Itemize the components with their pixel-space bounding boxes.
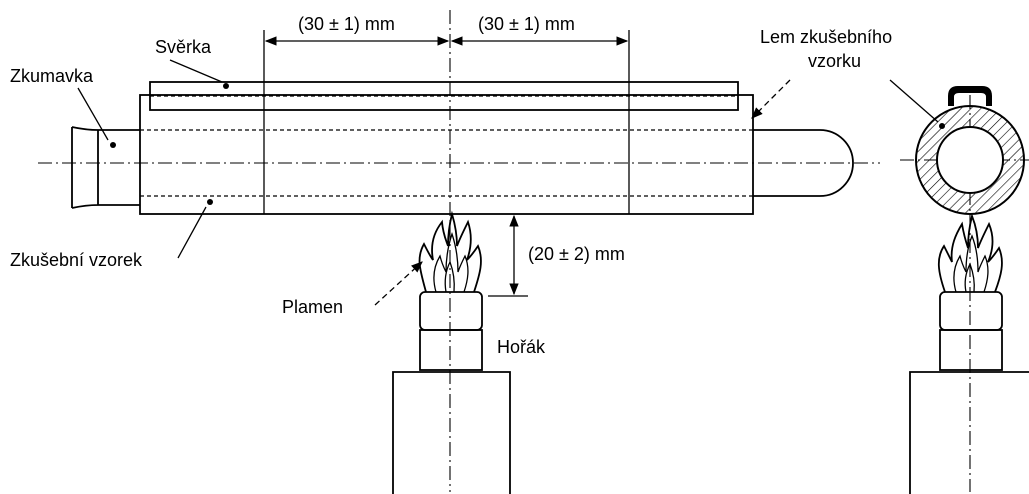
label-specimen-edge-line1: Lem zkušebního [760, 27, 892, 47]
side-view-cross-section [915, 86, 1025, 215]
dimension-label-left: (30 ± 1) mm [298, 14, 395, 34]
label-flame: Plamen [282, 297, 343, 317]
label-burner: Hořák [497, 337, 546, 357]
label-clamp: Svěrka [155, 37, 212, 57]
label-test-tube: Zkumavka [10, 66, 94, 86]
test-tube [71, 126, 854, 209]
label-specimen: Zkušební vzorek [10, 250, 143, 270]
specimen [139, 94, 754, 215]
label-specimen-edge-line2: vzorku [808, 51, 861, 71]
burner [392, 291, 511, 494]
flame [418, 210, 482, 293]
dimension-label-vertical: (20 ± 2) mm [528, 244, 625, 264]
side-view-flame [937, 213, 1003, 293]
side-view-burner [909, 291, 1029, 494]
dimension-label-right: (30 ± 1) mm [478, 14, 575, 34]
clamp [149, 81, 739, 111]
leader-lines [77, 59, 945, 306]
